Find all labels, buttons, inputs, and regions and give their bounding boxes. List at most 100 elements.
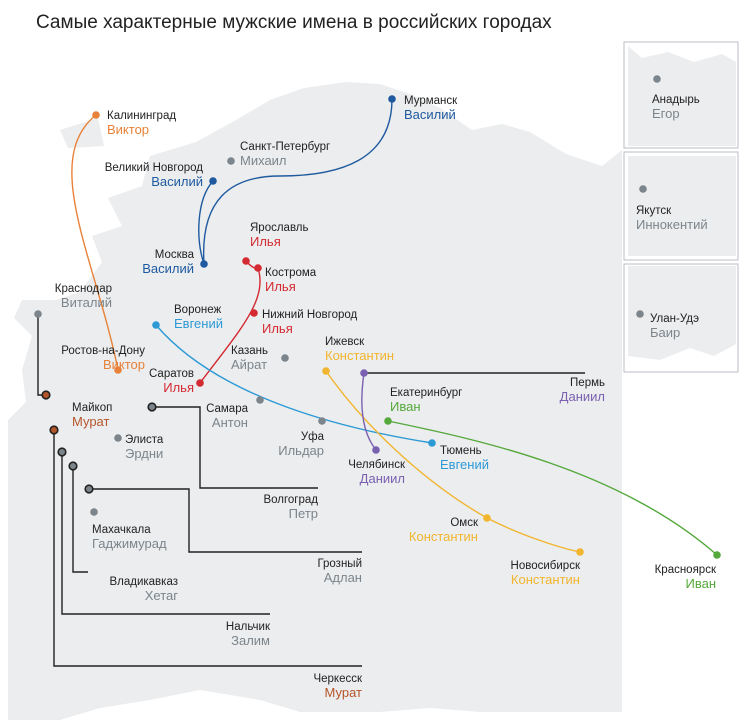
city-label-nalchik: Нальчик — [226, 621, 271, 633]
city-label-chelyabinsk: Челябинск — [348, 459, 406, 471]
map-title: Самые характерные мужские имена в россий… — [36, 12, 552, 33]
city-label-nnovgorod: Нижний Новгород — [262, 309, 358, 321]
city-marker-ufa — [318, 417, 326, 425]
name-label-samara: Антон — [212, 415, 248, 430]
city-marker-spb — [227, 157, 235, 165]
city-marker-ekaterinburg — [384, 417, 392, 425]
city-marker-ulanude — [636, 310, 644, 318]
city-marker-volgograd — [147, 402, 157, 412]
city-label-novosibirsk: Новосибирск — [511, 560, 581, 572]
city-label-ulanude: Улан-Удэ — [650, 313, 699, 325]
name-label-krasnoyarsk: Иван — [685, 576, 716, 591]
name-label-chelyabinsk: Даниил — [360, 471, 405, 486]
name-label-grozny: Адлан — [324, 570, 362, 585]
name-label-moskva: Василий — [142, 261, 194, 276]
inset-frame-yakutsk — [623, 151, 739, 261]
city-label-spb: Санкт-Петербург — [240, 141, 330, 153]
inset-frames — [623, 41, 739, 373]
city-marker-anadyr — [653, 75, 661, 83]
city-marker-maykop — [41, 390, 51, 400]
link-perm-chelyabinsk — [361, 372, 377, 451]
name-label-novosibirsk: Константин — [511, 572, 580, 587]
city-label-moskva: Москва — [155, 249, 195, 261]
link-vnovgorod-moskva — [198, 180, 214, 265]
city-marker-izhevsk — [322, 367, 330, 375]
city-marker-saratov — [196, 379, 204, 387]
name-label-vladikavkaz: Хетаг — [145, 588, 179, 603]
city-marker-murmansk — [388, 95, 396, 103]
name-label-ufa: Ильдар — [278, 443, 324, 458]
city-marker-yaroslavl — [242, 257, 250, 265]
city-label-vnovgorod: Великий Новгород — [105, 162, 204, 174]
city-label-kazan: Казань — [231, 345, 268, 357]
city-label-elista: Элиста — [125, 434, 164, 446]
city-label-omsk: Омск — [450, 517, 479, 529]
city-marker-samara — [256, 396, 264, 404]
leader-nalchik — [61, 452, 270, 615]
link-izhevsk-omsk — [325, 370, 488, 519]
land-kaliningrad — [60, 118, 104, 148]
name-label-spb: Михаил — [240, 153, 287, 168]
name-label-elista: Эрдни — [125, 446, 163, 461]
city-label-izhevsk: Ижевск — [325, 336, 365, 348]
link-murmansk-moskva — [202, 98, 393, 265]
city-marker-kazan — [281, 354, 289, 362]
city-label-samara: Самара — [206, 403, 249, 415]
city-label-krasnodar: Краснодар — [55, 283, 112, 295]
name-label-kaliningrad: Виктор — [107, 122, 149, 137]
land-area — [8, 46, 736, 720]
link-omsk-novosibirsk — [486, 517, 581, 553]
name-label-murmansk: Василий — [404, 107, 456, 122]
name-label-nalchik: Залим — [231, 633, 270, 648]
city-markers — [34, 75, 721, 559]
city-marker-krasnoyarsk — [713, 551, 721, 559]
leader-volgograd — [152, 406, 318, 489]
land-mainland — [8, 82, 622, 720]
leader-vladikavkaz — [72, 466, 88, 573]
connector-lines — [37, 98, 718, 667]
city-label-cherkessk: Черкесск — [313, 673, 363, 685]
city-marker-chelyabinsk — [372, 446, 380, 454]
link-voronezh-tyumen — [155, 324, 433, 444]
city-marker-tyumen — [428, 439, 436, 447]
name-label-kostroma: Илья — [265, 279, 296, 294]
name-label-volgograd: Петр — [289, 506, 318, 521]
city-marker-nnovgorod — [250, 309, 258, 317]
city-label-makhachkala: Махачкала — [92, 524, 151, 536]
city-label-volgograd: Волгоград — [263, 494, 318, 506]
city-label-yakutsk: Якутск — [636, 205, 672, 217]
city-marker-krasnodar — [34, 310, 42, 318]
city-marker-nalchik — [57, 447, 67, 457]
city-marker-moskva — [200, 260, 208, 268]
city-label-yaroslavl: Ярославль — [250, 222, 309, 234]
leader-grozny — [89, 488, 362, 553]
city-label-vladikavkaz: Владикавказ — [109, 576, 178, 588]
name-label-vnovgorod: Василий — [151, 174, 203, 189]
city-label-kaliningrad: Калининград — [107, 110, 176, 122]
city-marker-voronezh — [152, 321, 160, 329]
city-marker-vnovgorod — [209, 177, 217, 185]
city-marker-yakutsk — [639, 185, 647, 193]
name-label-izhevsk: Константин — [325, 348, 394, 363]
city-marker-vladikavkaz — [68, 461, 78, 471]
city-label-krasnoyarsk: Красноярск — [655, 564, 717, 576]
land-inset-ulanude — [628, 266, 736, 360]
city-label-perm: Пермь — [570, 377, 605, 389]
city-label-voronezh: Воронеж — [174, 304, 221, 316]
name-label-voronezh: Евгений — [174, 316, 223, 331]
name-label-ekaterinburg: Иван — [390, 399, 421, 414]
city-label-rostov: Ростов-на-Дону — [61, 345, 145, 357]
name-label-saratov: Илья — [163, 380, 194, 395]
name-label-krasnodar: Виталий — [61, 295, 112, 310]
name-label-ulanude: Баир — [650, 325, 680, 340]
city-label-kostroma: Кострома — [265, 267, 317, 279]
name-label-anadyr: Егор — [652, 106, 680, 121]
land-inset-anadyr — [628, 46, 736, 146]
link-kostroma-saratov — [199, 267, 261, 384]
name-label-nnovgorod: Илья — [262, 321, 293, 336]
city-marker-perm — [360, 369, 368, 377]
city-marker-novosibirsk — [576, 548, 584, 556]
city-marker-cherkessk — [49, 425, 59, 435]
link-kaliningrad-rostov — [71, 114, 119, 371]
